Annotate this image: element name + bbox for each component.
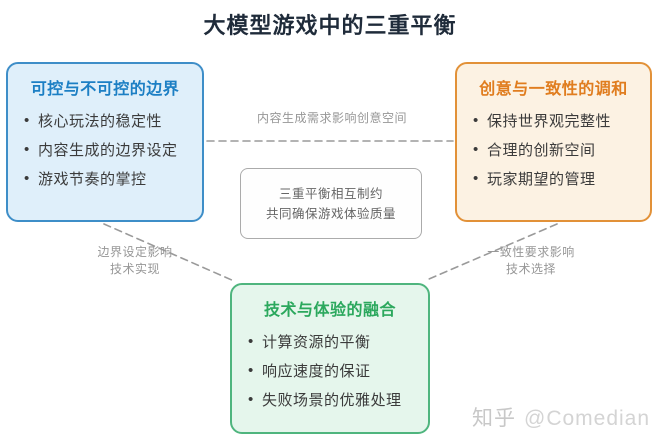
edge-label-left-line1: 边界设定影响 (97, 245, 173, 259)
watermark-handle: @Comedian (524, 407, 651, 430)
list-item: 合理的创新空间 (473, 141, 642, 161)
list-item: 计算资源的平衡 (248, 333, 420, 353)
box-creativity-consistency: 创意与一致性的调和 保持世界观完整性 合理的创新空间 玩家期望的管理 (455, 62, 652, 222)
center-note-box: 三重平衡相互制约 共同确保游戏体验质量 (240, 168, 422, 239)
box-controllable-boundary: 可控与不可控的边界 核心玩法的稳定性 内容生成的边界设定 游戏节奏的掌控 (6, 62, 204, 222)
list-item: 保持世界观完整性 (473, 112, 642, 132)
edge-label-right-line1: 一致性要求影响 (487, 245, 575, 259)
box-creativity-consistency-title: 创意与一致性的调和 (479, 81, 628, 98)
box-creativity-consistency-list: 保持世界观完整性 合理的创新空间 玩家期望的管理 (457, 112, 650, 190)
box-technology-experience-list: 计算资源的平衡 响应速度的保证 失败场景的优雅处理 (232, 333, 428, 411)
box-technology-experience-title: 技术与体验的融合 (263, 302, 396, 319)
watermark-brand: 知乎 (472, 407, 516, 430)
list-item: 核心玩法的稳定性 (24, 112, 194, 132)
box-controllable-boundary-list: 核心玩法的稳定性 内容生成的边界设定 游戏节奏的掌控 (8, 112, 202, 190)
center-note-line1: 三重平衡相互制约 (278, 186, 383, 201)
edge-label-right: 一致性要求影响 技术选择 (479, 244, 583, 278)
list-item: 游戏节奏的掌控 (24, 170, 194, 190)
edge-label-left-line2: 技术实现 (109, 262, 160, 276)
list-item: 玩家期望的管理 (473, 170, 642, 190)
page-title: 大模型游戏中的三重平衡 (203, 13, 457, 38)
list-item: 失败场景的优雅处理 (248, 391, 420, 411)
edge-label-left: 边界设定影响 技术实现 (83, 244, 187, 278)
edge-label-top: 内容生成需求影响创意空间 (256, 111, 407, 125)
list-item: 内容生成的边界设定 (24, 141, 194, 161)
list-item: 响应速度的保证 (248, 362, 420, 382)
center-note-line2: 共同确保游戏体验质量 (265, 206, 396, 221)
box-controllable-boundary-title: 可控与不可控的边界 (30, 81, 180, 98)
box-technology-experience: 技术与体验的融合 计算资源的平衡 响应速度的保证 失败场景的优雅处理 (230, 283, 430, 434)
watermark: 知乎 @Comedian (472, 402, 650, 432)
edge-label-right-line2: 技术选择 (505, 262, 556, 276)
